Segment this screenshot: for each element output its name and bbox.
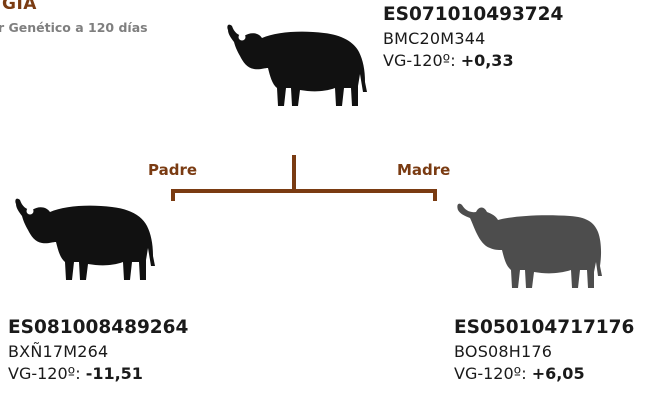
page-subtitle: r Genético a 120 días: [0, 20, 148, 35]
vg-label: VG-120º:: [454, 363, 527, 383]
main-animal-register: BMC20M344: [383, 28, 486, 48]
connector-father-drop: [171, 189, 175, 201]
main-animal-vg: VG-120º: +0,33: [383, 50, 563, 70]
vg-value: +0,33: [460, 50, 514, 70]
father-animal-register: BXÑ17M264: [8, 341, 109, 361]
mother-label: Madre: [397, 161, 451, 179]
mother-animal-vg: VG-120º: +6,05: [454, 363, 634, 383]
connector-mother-drop: [433, 189, 437, 201]
vg-value: -11,51: [85, 363, 143, 383]
mother-animal-info: ES050104717176 BOS08H176 VG-120º: +6,05: [454, 317, 635, 383]
father-animal-code: ES081008489264: [8, 317, 189, 338]
bull-silhouette-icon: [15, 198, 156, 280]
connector-stem: [292, 155, 296, 189]
connector-bar: [171, 189, 437, 193]
main-animal-info: ES071010493724 BMC20M344 VG-120º: +0,33: [383, 4, 564, 70]
cow-silhouette-icon: [457, 203, 602, 288]
mother-animal-code: ES050104717176: [454, 317, 635, 338]
vg-value: +6,05: [531, 363, 585, 383]
mother-animal-register: BOS08H176: [454, 341, 553, 361]
father-animal-vg: VG-120º: -11,51: [8, 363, 188, 383]
father-animal-info: ES081008489264 BXÑ17M264 VG-120º: -11,51: [8, 317, 189, 383]
main-animal-code: ES071010493724: [383, 4, 564, 25]
vg-label: VG-120º:: [8, 363, 81, 383]
mother-animal-image: [452, 200, 606, 292]
page-title: GIA: [2, 0, 37, 14]
main-animal-image: [220, 22, 370, 114]
header: GIA r Genético a 120 días: [0, 0, 220, 40]
vg-label: VG-120º:: [383, 50, 456, 70]
father-animal-image: [8, 196, 158, 288]
father-label: Padre: [148, 161, 198, 179]
bull-silhouette-icon: [227, 24, 367, 106]
